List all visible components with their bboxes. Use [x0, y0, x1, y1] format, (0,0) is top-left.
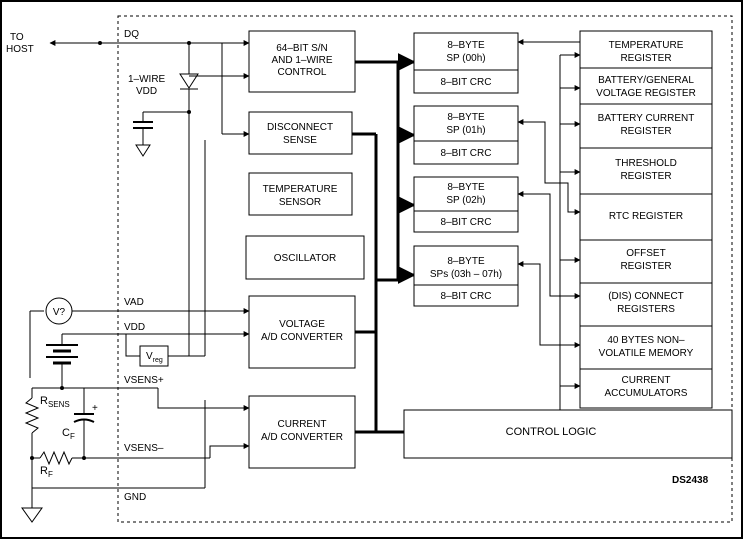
reg-threshold-line-1: THRESHOLD: [615, 158, 677, 169]
sp0-line-1: 8–BYTE: [447, 40, 485, 51]
current-adc-line-2: A/D CONVERTER: [261, 432, 343, 443]
voltage-adc-line-1: VOLTAGE: [279, 319, 325, 330]
dq-junction-dot: [98, 41, 102, 45]
reg-battery-current-line-1: BATTERY CURRENT: [598, 113, 695, 124]
sp2-crc: 8–BIT CRC: [441, 217, 492, 228]
reg-accumulators-line-2: ACCUMULATORS: [605, 388, 688, 399]
reg-threshold-line-2: REGISTER: [620, 171, 671, 182]
sn-block-line-3: CONTROL: [278, 67, 327, 78]
sp2-line-1: 8–BYTE: [447, 182, 485, 193]
ground-icon: [135, 144, 151, 157]
rsens-label: RSENS: [40, 395, 70, 409]
to-host-label-2: HOST: [6, 44, 34, 55]
reg-accumulators-line-1: CURRENT: [622, 375, 671, 386]
serial-number-control-block: [248, 30, 356, 93]
sp2-line-2: SP (02h): [446, 195, 485, 206]
vsens-minus-label: VSENS–: [124, 443, 164, 454]
disconnect-line-2: SENSE: [283, 135, 317, 146]
sp0-crc: 8–BIT CRC: [441, 77, 492, 88]
temp-sensor-line-2: SENSOR: [279, 197, 321, 208]
disconnect-line-1: DISCONNECT: [267, 122, 333, 133]
vsens-plus-label: VSENS+: [124, 375, 164, 386]
scratchpad-2: [413, 176, 519, 233]
ground-icon: [21, 507, 43, 523]
sp3-to-nvm: [517, 261, 581, 348]
sp1-to-rtc: [517, 119, 581, 215]
reg-temperature-line-2: REGISTER: [620, 53, 671, 64]
rf-label: RF: [40, 465, 53, 479]
sp1-line-2: SP (01h): [446, 125, 485, 136]
voltmeter-icon: [45, 297, 73, 325]
sp3-crc: 8–BIT CRC: [441, 291, 492, 302]
temp-sensor-line-1: TEMPERATURE: [263, 184, 338, 195]
cf-plate-curved: [73, 418, 95, 423]
reg-offset-line-2: REGISTER: [620, 261, 671, 272]
onewire-vdd-label-2: VDD: [136, 86, 157, 97]
part-number-label: DS2438: [672, 475, 709, 486]
vad-pin-label: VAD: [124, 297, 144, 308]
rf-resistor: [39, 450, 73, 466]
cf-label: CF: [62, 427, 75, 441]
junction-dot: [82, 456, 86, 460]
current-adc-line-1: CURRENT: [278, 419, 327, 430]
junction-dot: [60, 386, 64, 390]
onewire-vdd-label-1: 1–WIRE: [128, 74, 166, 85]
vsens-plus-to-adc: [157, 388, 250, 411]
scratchpad-3: [413, 245, 519, 307]
vreg-label: Vreg: [146, 351, 163, 364]
control-logic-block: [403, 409, 733, 459]
sn-block-line-2: AND 1–WIRE: [271, 55, 332, 66]
reg-nvm-line-2: VOLATILE MEMORY: [599, 348, 694, 359]
dq-pin-label: DQ: [124, 29, 139, 40]
reg-temperature-line-1: TEMPERATURE: [609, 40, 684, 51]
voltmeter-label: V?: [53, 307, 66, 318]
sp1-line-1: 8–BYTE: [447, 112, 485, 123]
reg-battery-current-line-2: REGISTER: [620, 126, 671, 137]
scratchpad-0: [413, 32, 519, 94]
vreg-wire: [125, 334, 140, 357]
rsens-resistor: [24, 397, 40, 434]
scratchpad-1: [413, 105, 519, 165]
reg-battery-voltage-line-2: VOLTAGE REGISTER: [596, 88, 696, 99]
vsens-minus-to-adc: [209, 443, 250, 458]
diode-symbol: [179, 73, 199, 89]
oscillator-label: OSCILLATOR: [274, 253, 336, 264]
reg-battery-voltage-line-1: BATTERY/GENERAL: [598, 75, 694, 86]
sp3-line-2: SPs (03h – 07h): [430, 269, 502, 280]
chip-boundary: [117, 15, 733, 523]
voltage-adc-line-2: A/D CONVERTER: [261, 332, 343, 343]
cf-plus: +: [92, 403, 98, 414]
to-host-label-1: TO: [10, 32, 24, 43]
disconnect-sense-block: [248, 111, 353, 155]
sp0-line-2: SP (00h): [446, 53, 485, 64]
register-column-frame: [579, 30, 713, 409]
sp1-crc: 8–BIT CRC: [441, 148, 492, 159]
reg-rtc-line-1: RTC REGISTER: [609, 211, 683, 222]
reg-nvm-line-1: 40 BYTES NON–: [607, 335, 685, 346]
temperature-sensor-block: [248, 172, 353, 216]
oscillator-block: [245, 235, 365, 280]
reg-disconnect-line-2: REGISTERS: [617, 304, 675, 315]
current-adc-block: [248, 395, 356, 469]
vdd-pin-label: VDD: [124, 322, 145, 333]
sn-block-line-1: 64–BIT S/N: [276, 43, 328, 54]
gnd-pin-label: GND: [124, 492, 146, 503]
reg-offset-line-1: OFFSET: [626, 248, 665, 259]
control-logic-label: CONTROL LOGIC: [506, 426, 597, 438]
sp2-to-disconnect-registers: [517, 191, 581, 299]
reg-disconnect-line-1: (DIS) CONNECT: [608, 291, 684, 302]
sp3-line-1: 8–BYTE: [447, 256, 485, 267]
